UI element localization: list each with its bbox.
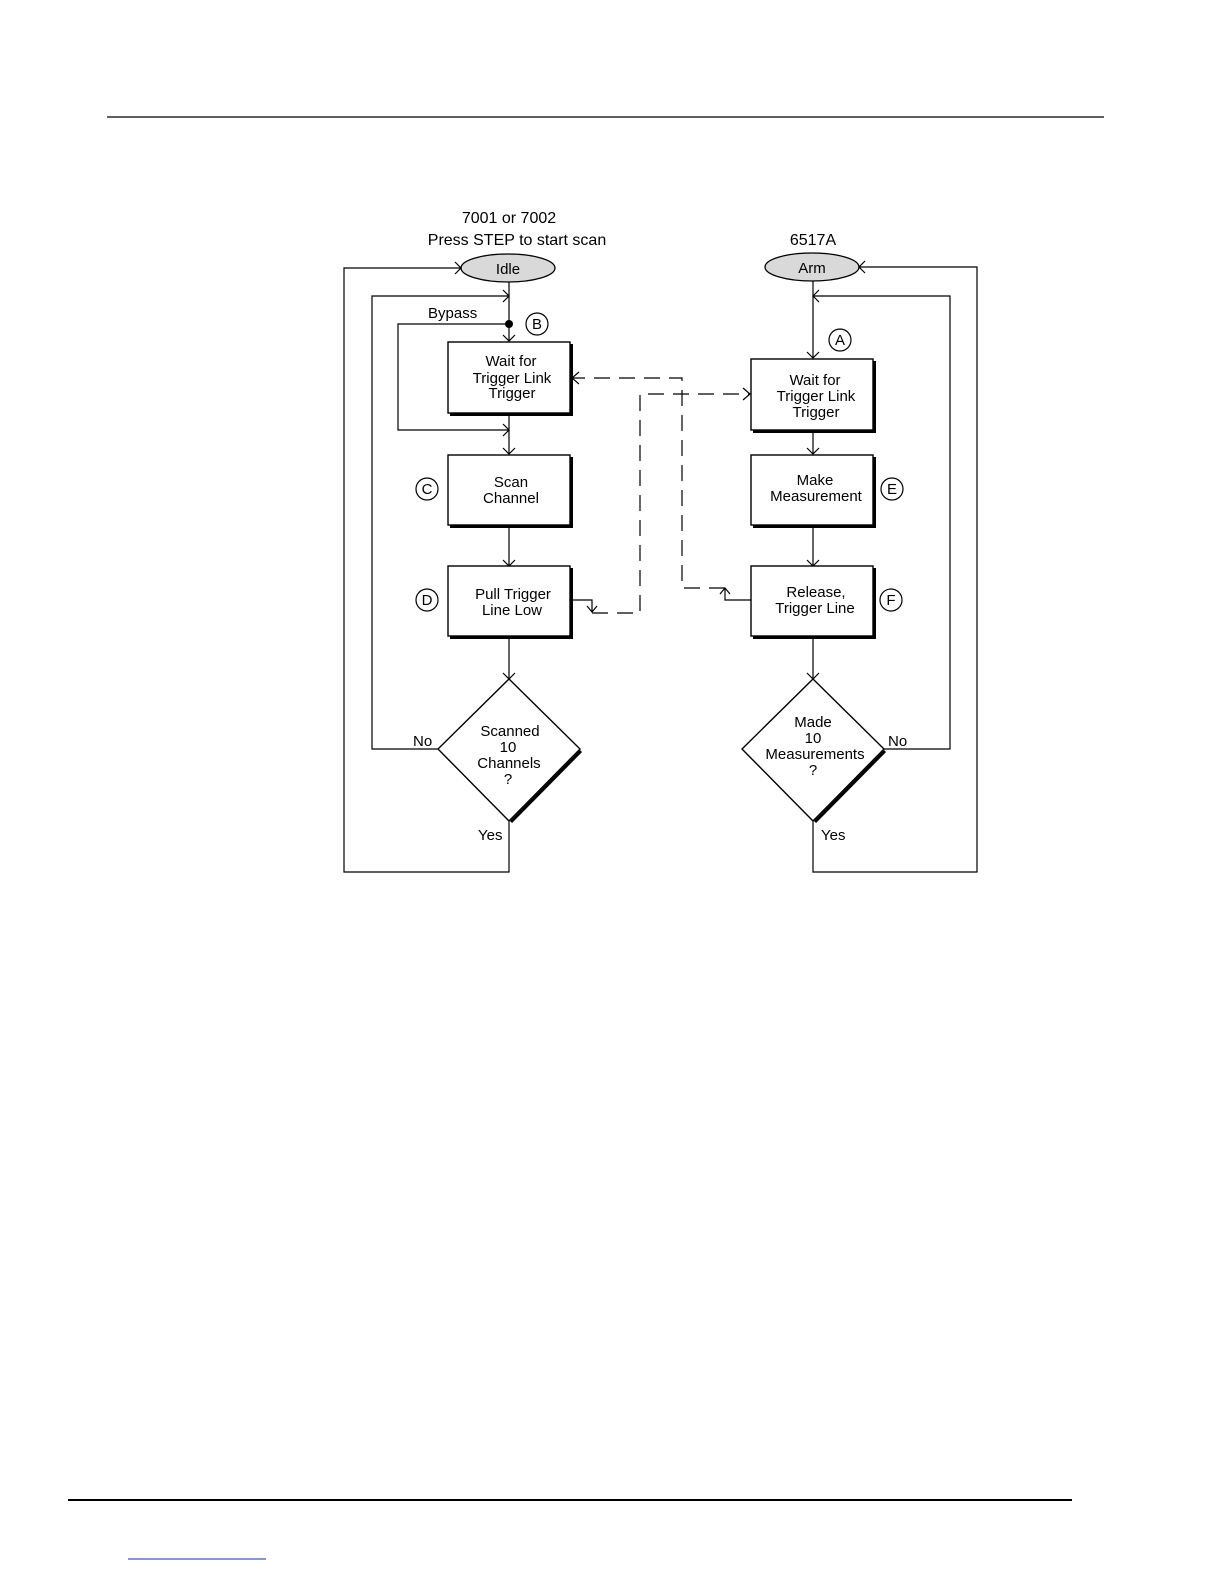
marker-d: D xyxy=(422,592,433,609)
left-no-label: No xyxy=(413,733,432,750)
trigger-link-from-pull xyxy=(592,394,750,613)
make-measurement-line1: Make xyxy=(797,472,834,489)
left-yes-label: Yes xyxy=(478,827,502,844)
right-yes-label: Yes xyxy=(821,827,845,844)
right-decision-line1: Made xyxy=(794,714,832,731)
left-decision-line3: Channels xyxy=(477,755,540,772)
release-out-stub xyxy=(725,588,751,600)
right-no-label: No xyxy=(888,733,907,750)
left-title-line1: 7001 or 7002 xyxy=(462,210,556,227)
pull-trigger-line2: Line Low xyxy=(482,602,542,619)
release-trigger-line2: Trigger Line xyxy=(775,600,854,617)
left-title-line2: Press STEP to start scan xyxy=(428,232,606,249)
make-measurement-line2: Measurement xyxy=(770,488,863,505)
release-trigger-line1: Release, xyxy=(786,584,845,601)
bypass-label: Bypass xyxy=(428,305,477,322)
right-wait-line1: Wait for xyxy=(789,372,840,389)
right-decision-line4: ? xyxy=(809,762,817,779)
arm-label: Arm xyxy=(798,260,826,277)
right-decision-line3: Measurements xyxy=(765,746,864,763)
scan-channel-line2: Channel xyxy=(483,490,539,507)
right-wait-line3: Trigger xyxy=(793,404,840,421)
marker-b: B xyxy=(532,316,542,333)
marker-e: E xyxy=(887,481,897,498)
left-decision-line1: Scanned xyxy=(480,723,539,740)
right-title: 6517A xyxy=(790,232,837,249)
left-decision-line4: ? xyxy=(504,771,512,788)
pull-trigger-line1: Pull Trigger xyxy=(475,586,551,603)
marker-f: F xyxy=(886,592,895,609)
marker-c: C xyxy=(422,481,433,498)
right-wait-line2: Trigger Link xyxy=(777,388,856,405)
scan-channel-line1: Scan xyxy=(494,474,528,491)
idle-label: Idle xyxy=(496,261,520,278)
right-decision-line2: 10 xyxy=(805,730,822,747)
pull-out-stub xyxy=(572,600,592,612)
left-wait-line1: Wait for xyxy=(485,353,536,370)
trigger-link-from-release xyxy=(572,378,725,588)
left-decision-line2: 10 xyxy=(500,739,517,756)
left-wait-line3: Trigger xyxy=(489,385,536,402)
marker-a: A xyxy=(835,332,845,349)
